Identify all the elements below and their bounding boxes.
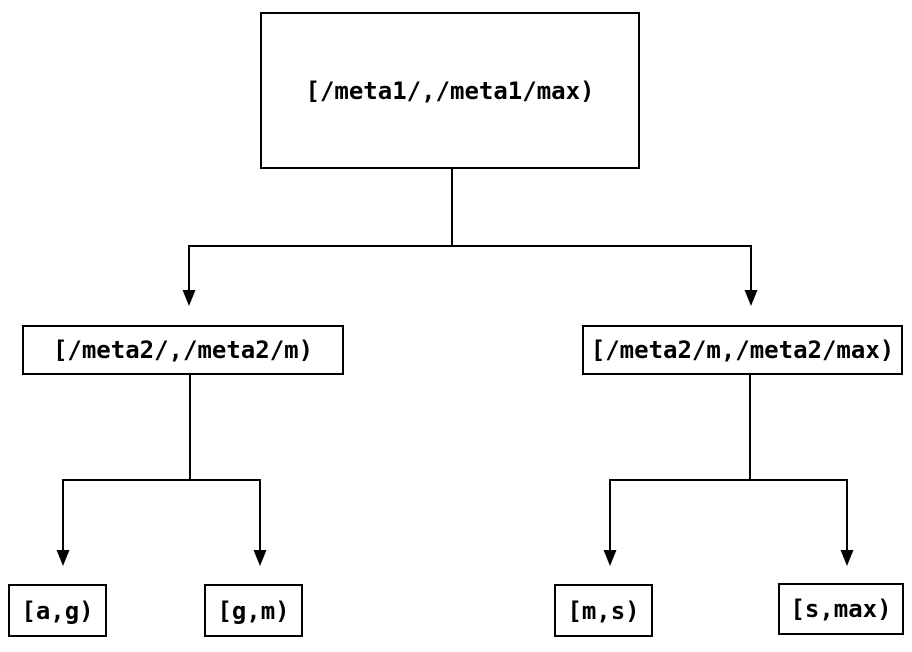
node-leaf-ms: [m,s) (554, 584, 653, 637)
node-leaf-gm: [g,m) (204, 584, 303, 637)
arrowhead-leaf-ag-icon (56, 550, 70, 566)
arrowhead-meta2-right-icon (744, 290, 758, 306)
node-root-label: [/meta1/,/meta1/max) (305, 76, 595, 105)
node-meta2-right: [/meta2/m,/meta2/max) (582, 325, 903, 375)
edge-meta2-left-to-leaves (62, 375, 261, 550)
arrowhead-leaf-ms-icon (603, 550, 617, 566)
node-leaf-smax: [s,max) (778, 583, 904, 635)
node-leaf-smax-label: [s,max) (790, 595, 892, 623)
node-leaf-ms-label: [m,s) (567, 596, 640, 625)
node-root: [/meta1/,/meta1/max) (260, 12, 640, 169)
edge-root-to-meta2 (188, 168, 752, 290)
node-leaf-ag: [a,g) (8, 584, 107, 637)
node-meta2-right-label: [/meta2/m,/meta2/max) (590, 336, 895, 364)
node-leaf-ag-label: [a,g) (21, 596, 94, 625)
node-meta2-left: [/meta2/,/meta2/m) (22, 325, 344, 375)
arrowhead-meta2-left-icon (182, 290, 196, 306)
node-leaf-gm-label: [g,m) (217, 596, 290, 625)
node-meta2-left-label: [/meta2/,/meta2/m) (52, 336, 314, 364)
arrowhead-leaf-gm-icon (253, 550, 267, 566)
edge-meta2-right-to-leaves (609, 375, 848, 550)
arrowhead-leaf-smax-icon (840, 550, 854, 566)
